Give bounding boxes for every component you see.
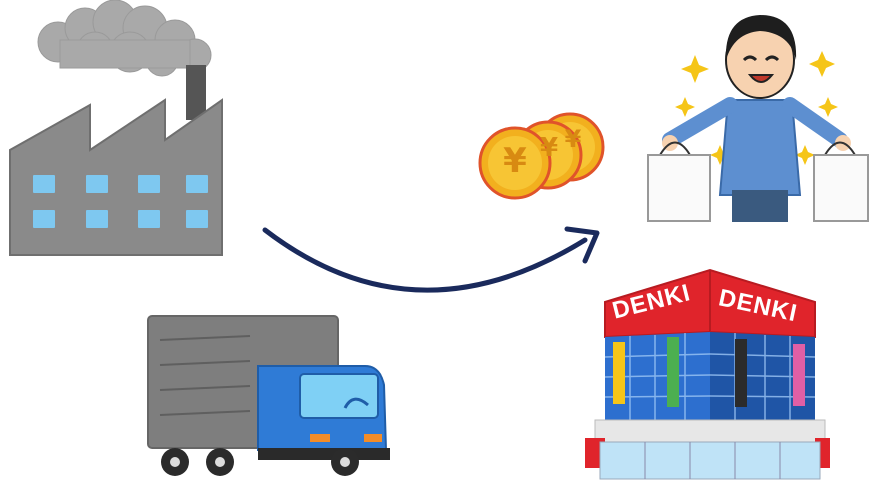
factory-icon [9, 0, 223, 256]
factory-illustration [0, 0, 240, 265]
truck-wheels [161, 448, 359, 476]
shopping-bag-right [813, 154, 869, 222]
curved-arrow-icon [262, 226, 600, 293]
factory-body [9, 98, 223, 256]
electronics-store-icon [585, 268, 830, 480]
coin-yen-symbol: ¥ [539, 133, 559, 163]
truck-illustration [140, 310, 395, 480]
coin-yen-symbol: ¥ [503, 141, 527, 181]
factory-windows [33, 175, 208, 228]
truck-icon [147, 315, 390, 476]
smoke-cloud [37, 0, 212, 77]
coins-illustration: ¥ ¥ ¥ [470, 105, 610, 205]
flow-arrow [255, 215, 615, 315]
chimney [186, 65, 206, 120]
sparkle-icons [675, 51, 838, 165]
yen-coins-icon [478, 112, 605, 200]
store-illustration: DENKI DENKI [585, 262, 830, 480]
happy-shopper-icon [647, 15, 869, 222]
windshield [299, 373, 379, 419]
shopping-bag-left [647, 154, 711, 222]
shopper-illustration [640, 5, 870, 230]
coin-yen-symbol: ¥ [564, 125, 582, 153]
